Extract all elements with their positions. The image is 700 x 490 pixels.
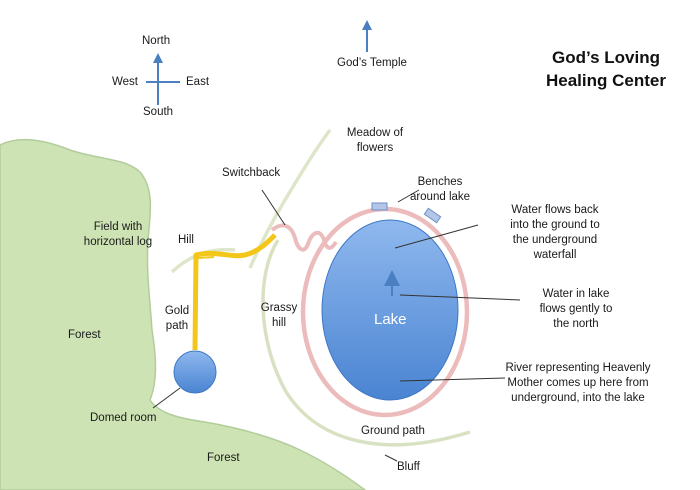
temple-label: God’s Temple [337, 57, 407, 69]
gold-path-label-line2: path [165, 320, 189, 332]
map-title-line1: God’s Loving [552, 48, 660, 67]
river-note: River representing Heavenly Mother comes… [492, 361, 664, 406]
benches-label: Benches around lake [402, 175, 478, 205]
forest-south-label: Forest [207, 452, 240, 464]
water-gently-line1: Water in lake [542, 288, 610, 300]
temple-arrow-icon [362, 20, 372, 52]
bluff-label: Bluff [397, 461, 420, 473]
field-label-line1: Field with [93, 221, 143, 233]
grassy-hill-label-line2: hill [271, 317, 287, 329]
water-gently-note: Water in lake flows gently to the north [515, 287, 637, 332]
field-label: Field with horizontal log [76, 220, 160, 250]
bench-1 [371, 202, 388, 211]
grassy-hill-bluff-line [261, 239, 471, 447]
meadow-label: Meadow of flowers [340, 126, 410, 156]
compass-icon [146, 53, 180, 105]
water-back-line2: into the ground to [510, 219, 600, 231]
water-gently-line3: the north [553, 318, 599, 330]
forest-west-label: Forest [68, 329, 101, 341]
map-title-line2: Healing Center [546, 71, 666, 90]
compass-north-label: North [142, 35, 171, 47]
compass-west-label: West [112, 76, 138, 88]
meadow-label-line2: flowers [356, 142, 394, 154]
river-line1: River representing Heavenly [505, 362, 651, 374]
benches-label-line1: Benches [417, 176, 463, 188]
bench-2 [423, 207, 442, 224]
hill-label: Hill [178, 234, 194, 246]
lake [321, 219, 459, 401]
switchback-path [270, 223, 338, 252]
map-title: God’s Loving Healing Center [545, 46, 667, 92]
domed-room-label: Domed room [90, 412, 157, 424]
water-back-line3: the underground [512, 234, 598, 246]
forest-area [0, 138, 367, 490]
leader-lines [152, 189, 521, 462]
water-back-line1: Water flows back [511, 204, 599, 216]
compass-east-label: East [186, 76, 210, 88]
lake-label: Lake [374, 311, 407, 328]
river-line2: Mother comes up here from [507, 377, 649, 389]
compass-south-label: South [143, 106, 174, 118]
switchback-label: Switchback [222, 167, 281, 179]
benches-label-line2: around lake [409, 191, 471, 203]
ground-path-label: Ground path [361, 425, 425, 437]
grassy-hill-label-line1: Grassy [260, 302, 298, 314]
domed-room [173, 350, 217, 394]
gold-path-label: Gold path [158, 304, 196, 334]
meadow-label-line1: Meadow of [346, 127, 404, 139]
water-back-line4: waterfall [533, 249, 577, 261]
water-gently-line2: flows gently to [539, 303, 613, 315]
water-back-note: Water flows back into the ground to the … [490, 203, 620, 263]
grassy-hill-label: Grassy hill [257, 301, 301, 331]
field-label-line2: horizontal log [83, 236, 153, 248]
gold-path-label-line1: Gold [164, 305, 190, 317]
river-line3: underground, into the lake [511, 392, 645, 404]
gold-path [192, 233, 277, 351]
gold-path-branch [195, 251, 215, 259]
